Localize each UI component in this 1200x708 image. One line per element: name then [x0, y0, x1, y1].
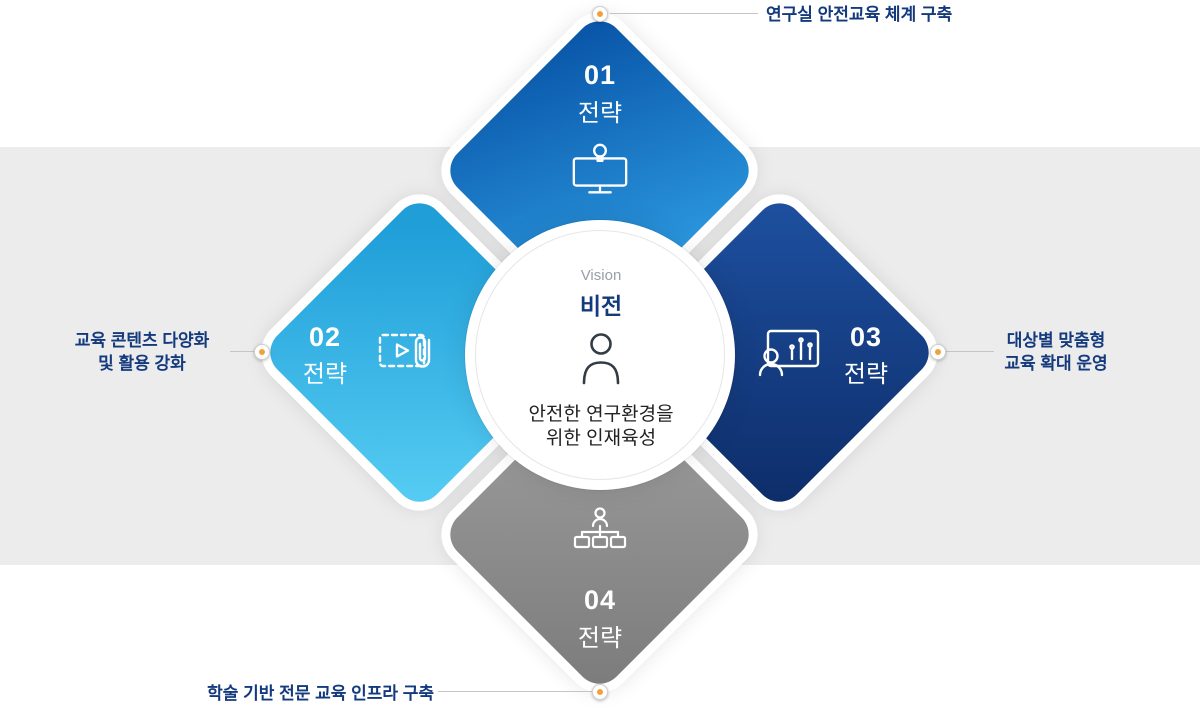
- tip-dot-bottom: [592, 684, 608, 700]
- person-icon: [476, 331, 726, 389]
- strategy-1-number: 01: [583, 60, 617, 90]
- connector-line-top: [610, 13, 758, 14]
- tip-dot-left: [254, 344, 270, 360]
- vision-statement-line2: 위한 인재육성: [545, 428, 657, 449]
- strategy-2-callout-line1: 교육 콘텐츠 다양화: [74, 331, 210, 350]
- vision-title: 비전: [579, 293, 623, 319]
- strategy-4-label: 전략: [577, 625, 623, 652]
- strategy-4-callout: 학술 기반 전문 교육 인프라 구축: [207, 684, 434, 703]
- strategy-1-label: 전략: [577, 100, 623, 127]
- strategy-3-callout: 대상별 맞춤형 교육 확대 운영: [993, 330, 1119, 376]
- strategy-3-label: 전략: [843, 361, 889, 388]
- strategy-2-callout: 교육 콘텐츠 다양화 및 활용 강화: [56, 330, 228, 376]
- tip-dot-right: [930, 344, 946, 360]
- connector-line-right: [946, 351, 994, 352]
- monitor-lightbulb-icon: [569, 142, 631, 200]
- tip-dot-top: [592, 6, 608, 22]
- vision-statement-line1: 안전한 연구환경을: [528, 404, 674, 425]
- strategy-2-callout-line2: 및 활용 강화: [98, 353, 186, 373]
- vision-circle: Vision 비전 안전한 연구환경을 위한 인재육성: [475, 230, 725, 480]
- vision-eyebrow: Vision: [580, 267, 622, 284]
- person-chart-icon: [756, 328, 822, 378]
- strategy-3-callout-line1: 대상별 맞춤형: [1006, 331, 1106, 350]
- strategy-2-label: 전략: [302, 361, 348, 388]
- strategy-2-number: 02: [308, 322, 342, 352]
- connector-line-left: [230, 351, 257, 352]
- org-chart-icon: [568, 506, 632, 560]
- strategy-4-number: 04: [583, 585, 617, 615]
- video-content-paperclip-icon: [378, 328, 444, 378]
- connector-line-bottom: [438, 691, 592, 692]
- tip-dot-core: [597, 11, 603, 17]
- tip-dot-core: [597, 689, 603, 695]
- strategy-3-callout-line2: 교육 확대 운영: [1004, 353, 1108, 373]
- strategy-3-number: 03: [849, 322, 883, 352]
- strategy-1-callout: 연구실 안전교육 체계 구축: [766, 5, 953, 24]
- tip-dot-core: [259, 349, 265, 355]
- tip-dot-core: [935, 349, 941, 355]
